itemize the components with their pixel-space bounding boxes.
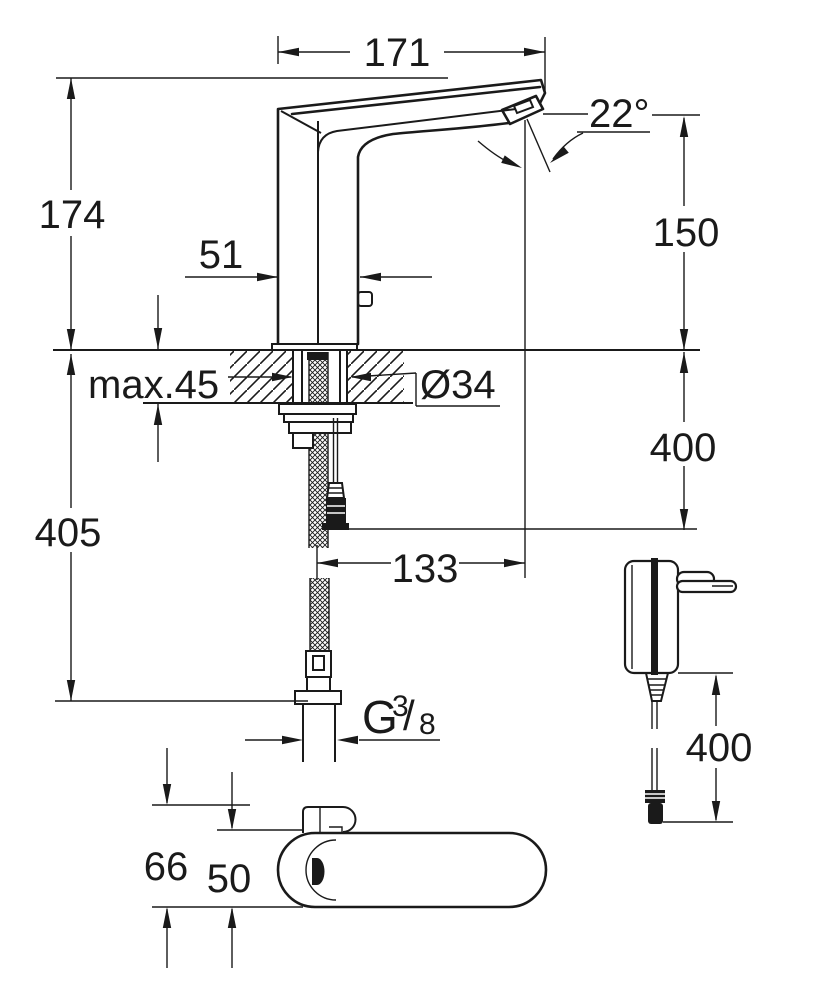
- adapter-cable: [651, 701, 658, 790]
- faucet-chamfer-line: [280, 110, 322, 134]
- dimension-thread: G 3 / 8: [245, 690, 440, 745]
- dim-22deg-label: 22°: [589, 92, 650, 136]
- dimension-spout-width: 171: [277, 31, 546, 93]
- connection-pipe: [302, 704, 336, 762]
- dim-400-hose-label: 400: [650, 426, 717, 470]
- dim-max45-label: max.45: [88, 363, 219, 407]
- jack-rib-lines: [645, 793, 665, 799]
- dim-400-cable-label: 400: [686, 726, 753, 770]
- base-inner-arc: [305, 839, 337, 901]
- hose-fitting: [305, 650, 332, 678]
- thread-num-label: 3: [392, 690, 409, 723]
- dimension-spray-angle: 22°: [477, 92, 700, 578]
- faucet-underside: [356, 121, 511, 346]
- dimension-body-height: 174: [39, 78, 106, 350]
- dimension-hole-diameter: Ø34: [350, 363, 500, 407]
- cable-plug-lines: [327, 505, 345, 514]
- faucet-face-top-edge: [317, 108, 517, 153]
- sensor-window: [312, 858, 325, 885]
- cable-plug-body: [326, 498, 346, 523]
- thread-g-label: G: [362, 691, 398, 743]
- faucet-top-view: [276, 806, 548, 909]
- cable-plug-top: [325, 482, 346, 499]
- cable-plug-base: [322, 523, 349, 530]
- base-outline: [276, 831, 548, 909]
- dim-405-label: 405: [35, 511, 102, 555]
- aerator-outlet: [512, 98, 535, 115]
- dimension-body-width: 51: [185, 233, 432, 282]
- dimension-hose-drop: 400: [348, 352, 716, 530]
- sensor-cable: [332, 418, 339, 483]
- braided-hose-lower: [310, 578, 329, 651]
- dim-50-label: 50: [207, 857, 252, 901]
- aerator-housing: [500, 94, 545, 126]
- faucet-top-inner-line: [290, 85, 542, 116]
- dimension-below-deck-height: 405: [35, 354, 308, 702]
- dim-174-label: 174: [39, 193, 106, 237]
- jack-body: [648, 803, 663, 824]
- cable-plug-ribs: [328, 487, 344, 494]
- mounting-washer: [278, 403, 357, 415]
- hose-fitting-window: [312, 655, 325, 671]
- dimension-spout-reach: 133: [316, 545, 525, 591]
- lever-detail: [319, 807, 343, 832]
- dim-150-label: 150: [653, 211, 720, 255]
- dim-dia34-label: Ø34: [420, 363, 496, 407]
- dimension-base-total-depth: 66: [144, 748, 303, 968]
- jack-ribs: [645, 790, 665, 803]
- dimensions-layer: 171 174 405 51: [35, 31, 753, 968]
- dimension-deck-thickness: max.45: [88, 295, 293, 462]
- dim-133-label: 133: [392, 547, 459, 591]
- shank-tube: [292, 350, 348, 404]
- faucet-side-view: [271, 78, 547, 351]
- shank-cap: [307, 352, 328, 360]
- dimension-outlet-height: 150: [653, 116, 720, 350]
- control-knob: [357, 291, 373, 307]
- dim-171-label: 171: [364, 31, 431, 75]
- dimension-base-body-depth: 50: [207, 772, 303, 968]
- mounting-nut: [288, 421, 352, 434]
- angle-line: [526, 118, 551, 173]
- lever-outline: [302, 806, 357, 833]
- plug-pin-lower: [675, 579, 738, 594]
- mounting-tab: [292, 432, 314, 449]
- thread-nut: [294, 690, 342, 705]
- mounting-ring: [283, 413, 354, 423]
- dimension-cable-length: 400: [663, 672, 753, 823]
- braided-hose-upper: [309, 352, 328, 548]
- strain-relief: [644, 672, 670, 702]
- thread-slash-label: /: [403, 692, 415, 739]
- strain-relief-ribs: [648, 678, 666, 696]
- hose-neck: [306, 676, 331, 692]
- thread-den-label: 8: [419, 708, 436, 741]
- faucet-outer-profile: [276, 78, 547, 346]
- power-adapter: [623, 558, 738, 824]
- supply-hose-assembly: [278, 350, 357, 762]
- hose-lower-edges: [309, 578, 330, 651]
- dim-66-label: 66: [144, 845, 189, 889]
- adapter-band: [651, 558, 658, 675]
- dim-51-label: 51: [199, 233, 244, 277]
